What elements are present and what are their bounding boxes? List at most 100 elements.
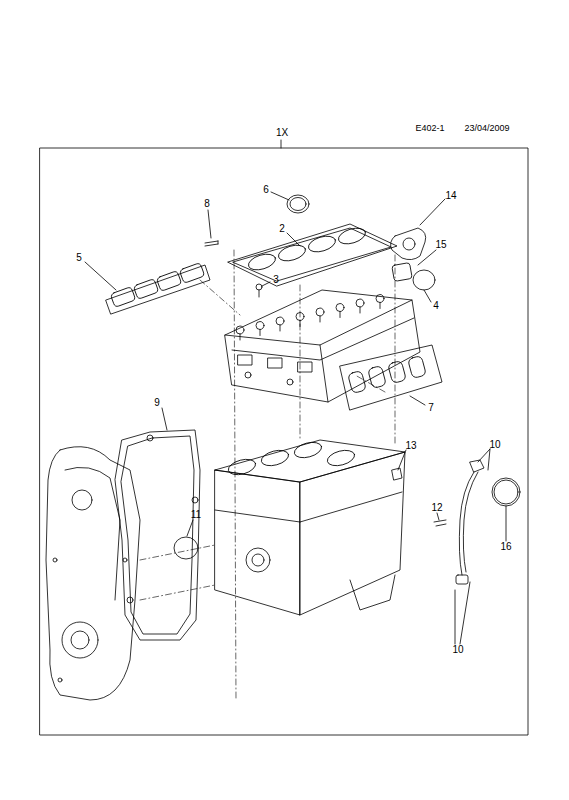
dowel-pin (205, 241, 218, 243)
cylinder-block (260, 448, 291, 469)
cylinder-head (300, 321, 301, 327)
cylinder-head (356, 299, 364, 307)
cylinder-head (287, 379, 293, 385)
cylinder-head (238, 355, 252, 365)
cylinder-block (215, 440, 405, 482)
cylinder-head (268, 358, 282, 368)
flange-gasket (403, 238, 415, 250)
cylinder-block (326, 448, 357, 469)
cylinder-block (215, 470, 300, 615)
centre-lines (140, 545, 215, 560)
exhaust-gasket (340, 345, 442, 410)
leader-lines (488, 449, 490, 470)
sensor-pipe (456, 460, 484, 584)
leader-lines (460, 582, 470, 644)
head-gasket (277, 242, 308, 264)
flange-gasket (391, 228, 426, 260)
callout-number: 10 (489, 440, 500, 450)
thrust-ring (174, 537, 198, 559)
cylinder-head (236, 295, 384, 341)
timing-cover (46, 447, 140, 700)
oil-seal (287, 195, 309, 213)
cylinder-block (293, 440, 324, 461)
cylinder-head (340, 312, 341, 318)
timing-cover (72, 490, 92, 510)
timing-cover (62, 622, 98, 658)
cylinder-block (300, 452, 405, 615)
head-gasket (307, 233, 338, 255)
intake-gaskets (106, 265, 210, 314)
frame (40, 140, 528, 735)
cylinder-block (215, 510, 300, 522)
centre-lines (140, 585, 215, 600)
timing-gasket (121, 436, 194, 634)
seal-ring (492, 478, 520, 506)
exhaust-gasket (348, 371, 367, 394)
callout-number: 2 (279, 224, 285, 234)
leader-lines (424, 290, 431, 302)
cylinder-head (320, 345, 328, 402)
oil-seal (290, 198, 306, 211)
sheet-reference: 23/04/2009 (464, 124, 509, 133)
cylinder-head (360, 307, 361, 313)
dowel-pin (218, 241, 219, 244)
callout-number: 11 (191, 510, 201, 520)
exhaust-gasket (408, 356, 427, 379)
head-gasket (247, 251, 278, 273)
cylinder-head (296, 313, 304, 321)
cylinder-head (236, 326, 244, 334)
cylinder-head (298, 362, 312, 372)
bolt (256, 284, 262, 297)
centre-lines (395, 255, 396, 445)
callout-number: 3 (273, 275, 279, 285)
leader-lines (420, 199, 445, 225)
leader-lines (506, 506, 507, 541)
head-gasket (228, 224, 397, 286)
cylinder-head (232, 318, 414, 360)
timing-cover (71, 631, 89, 649)
bolt (256, 284, 262, 290)
dowel-pin (205, 241, 218, 246)
cylinder-block (227, 457, 258, 478)
timing-gasket (115, 430, 200, 640)
callout-number: 15 (435, 240, 446, 250)
plug (392, 468, 402, 480)
timing-gasket (192, 497, 198, 503)
kit-number: 1X (276, 128, 288, 138)
head-gasket (233, 228, 391, 281)
cylinder-block (215, 440, 405, 615)
sensor-pipe (459, 472, 474, 575)
leader-lines (187, 520, 193, 536)
head-gasket (337, 225, 368, 247)
cylinder-head (320, 316, 321, 322)
leader-lines (271, 192, 289, 200)
leader-lines (262, 282, 270, 286)
cylinder-head (225, 290, 420, 402)
bolt-small (436, 524, 446, 526)
callout-number: 12 (431, 503, 442, 513)
cylinder-head (276, 317, 284, 325)
callout-number: 9 (154, 398, 160, 408)
thrust-ring (174, 537, 198, 559)
cylinder-head (245, 372, 251, 378)
leader-lines (418, 250, 436, 265)
o-ring (413, 270, 435, 290)
timing-gasket (147, 435, 153, 441)
oil-seal (287, 195, 309, 213)
plug (392, 468, 402, 480)
timing-cover (46, 447, 140, 700)
cylinder-head (225, 300, 412, 345)
leader-lines (162, 408, 167, 430)
sensor-pipe (456, 575, 468, 584)
exhaust-gasket (388, 361, 407, 384)
timing-cover (53, 558, 57, 562)
timing-gasket (115, 430, 200, 640)
cylinder-block (350, 575, 395, 610)
cylinder-head (336, 304, 344, 312)
frame (281, 140, 282, 148)
intake-gaskets (106, 263, 210, 314)
cylinder-block (252, 554, 264, 566)
cylinder-head (240, 334, 241, 340)
callout-number: 8 (204, 199, 210, 209)
